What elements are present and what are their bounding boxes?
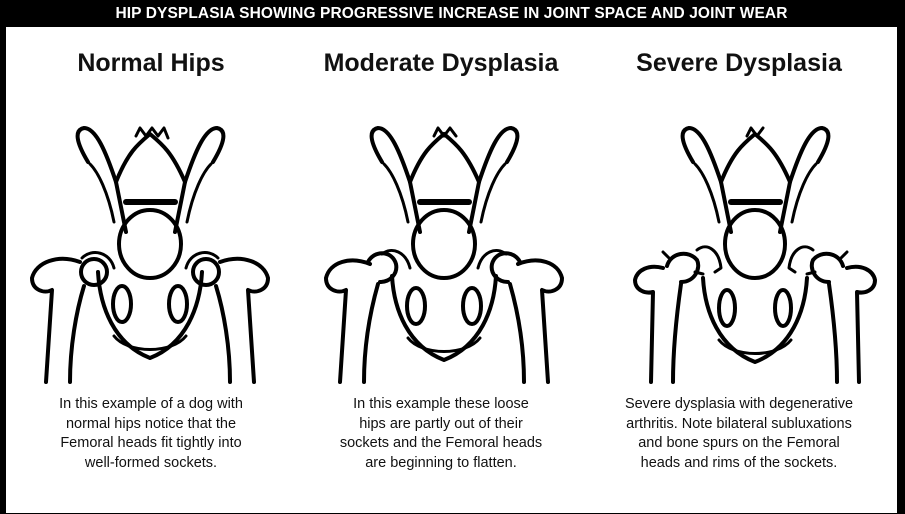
caption-line: In this example these loose (296, 395, 586, 415)
pelvis-illustration-severe (623, 122, 888, 387)
caption-line: normal hips notice that the (6, 415, 296, 435)
pelvis-illustration-normal (18, 122, 283, 387)
caption-line: sockets and the Femoral heads (296, 434, 586, 454)
caption-line: hips are partly out of their (296, 415, 586, 435)
panel-caption: In this example these loose hips are par… (296, 395, 586, 473)
panel-caption: In this example of a dog with normal hip… (6, 395, 296, 473)
caption-line: heads and rims of the sockets. (581, 454, 897, 474)
caption-line: In this example of a dog with (6, 395, 296, 415)
panel-moderate-dysplasia: Moderate Dysplasia (296, 27, 586, 514)
panel-caption: Severe dysplasia with degenerative arthr… (581, 395, 897, 473)
caption-line: Femoral heads fit tightly into (6, 434, 296, 454)
caption-line: and bone spurs on the Femoral (581, 434, 897, 454)
panel-title: Severe Dysplasia (581, 49, 897, 78)
caption-line: Severe dysplasia with degenerative (581, 395, 897, 415)
caption-line: are beginning to flatten. (296, 454, 586, 474)
pelvis-illustration-moderate (312, 122, 577, 387)
caption-line: well-formed sockets. (6, 454, 296, 474)
panel-normal-hips: Normal Hips (6, 27, 296, 514)
caption-line: arthritis. Note bilateral subluxations (581, 415, 897, 435)
panel-title: Normal Hips (6, 49, 296, 78)
panel-title: Moderate Dysplasia (296, 49, 586, 78)
panel-severe-dysplasia: Severe Dysplasia (581, 27, 897, 514)
banner-title: HIP DYSPLASIA SHOWING PROGRESSIVE INCREA… (6, 0, 897, 27)
